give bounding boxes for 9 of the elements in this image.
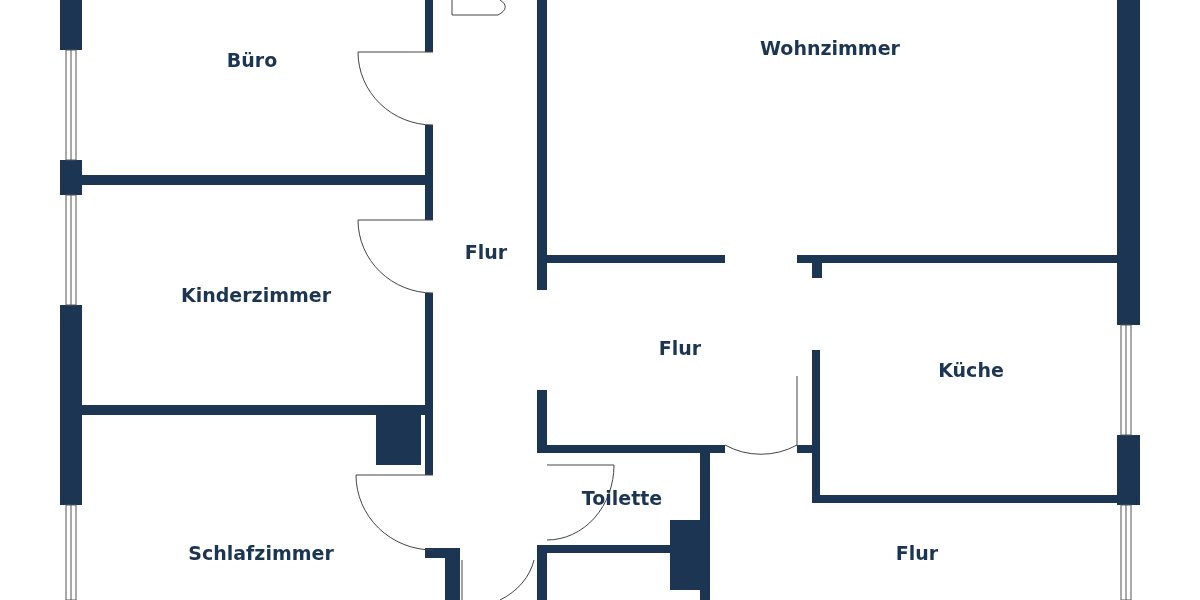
room-label: Flur [464,241,508,263]
room-label: Küche [938,359,1004,381]
room-label: Toilette [581,487,663,509]
room-label: Schlafzimmer [188,542,334,564]
room-label: Flur [895,542,939,564]
room-label: Wohnzimmer [760,37,900,59]
room-label: Flur [658,337,702,359]
room-label: Kinderzimmer [181,284,331,306]
room-label: Büro [226,49,278,71]
